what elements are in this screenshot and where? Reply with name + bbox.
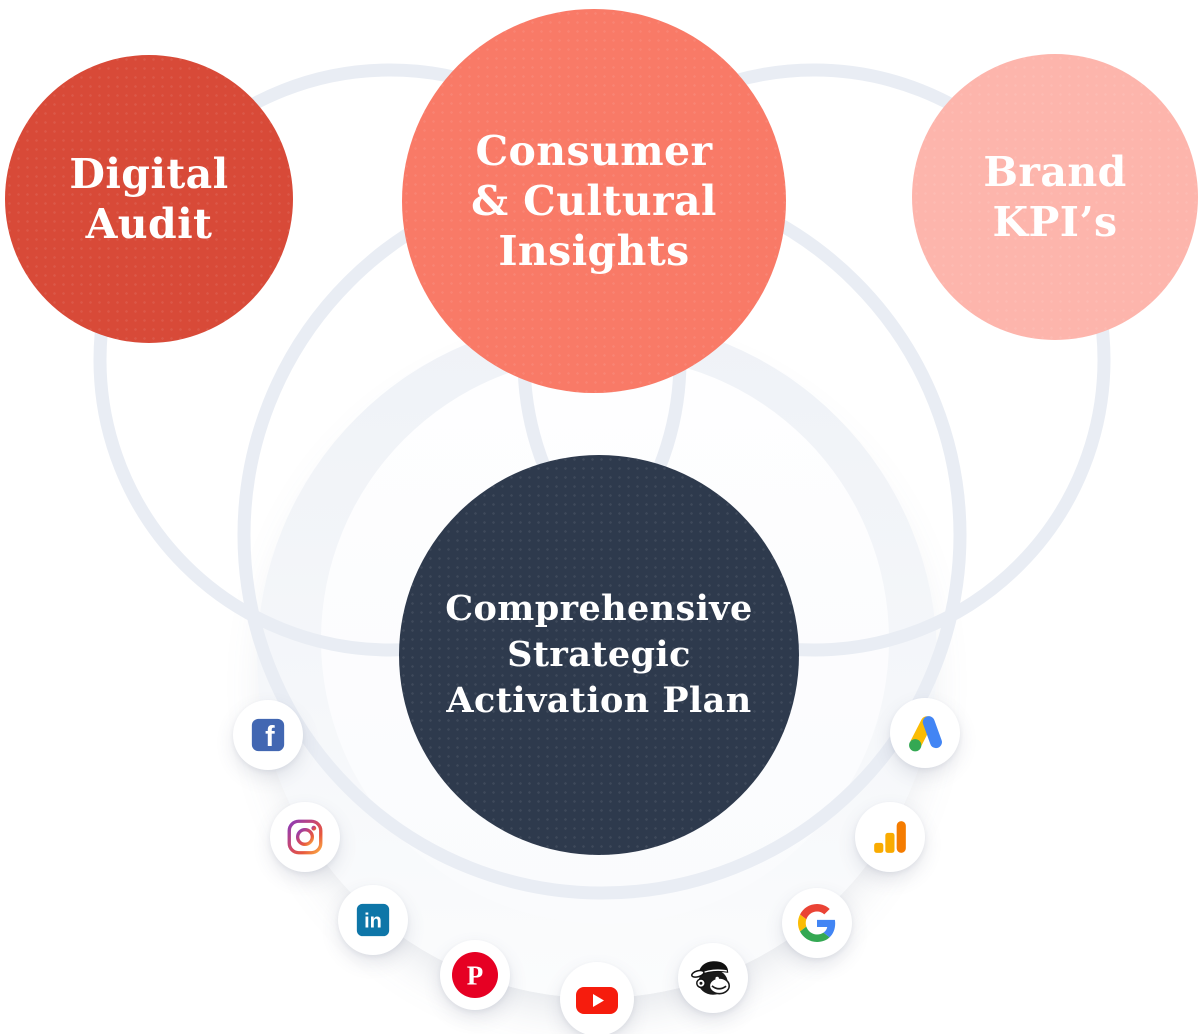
instagram-icon [287,819,323,855]
google-analytics-icon [874,821,906,853]
google-analytics-badge [855,802,925,872]
mailchimp-badge [678,943,748,1013]
google-ads-icon [909,716,942,752]
node-consumer-cultural-insights: Consumer & Cultural Insights [402,9,786,393]
youtube-badge [560,962,634,1034]
linkedin-icon: in [356,903,390,937]
node-activation-plan-label: Comprehensive Strategic Activation Plan [445,587,753,722]
pinterest-badge: P [440,940,510,1010]
node-brand-kpis: Brand KPI’s [912,54,1198,340]
facebook-icon: f [251,718,285,753]
google-g-icon [798,904,836,942]
node-digital-audit: Digital Audit [5,55,293,343]
svg-text:in: in [364,911,382,933]
svg-text:P: P [467,961,484,991]
mailchimp-freddie-icon [691,961,730,995]
node-consumer-cultural-insights-label: Consumer & Cultural Insights [471,126,717,275]
node-digital-audit-label: Digital Audit [69,149,229,248]
instagram-badge [270,802,340,872]
pinterest-icon: P [452,952,498,998]
svg-text:f: f [265,721,275,753]
node-activation-plan: Comprehensive Strategic Activation Plan [399,455,799,855]
google-ads-badge [890,698,960,768]
linkedin-badge: in [338,885,408,955]
youtube-icon [576,987,618,1014]
facebook-badge: f [233,700,303,770]
google-badge [782,888,852,958]
node-brand-kpis-label: Brand KPI’s [983,147,1127,246]
